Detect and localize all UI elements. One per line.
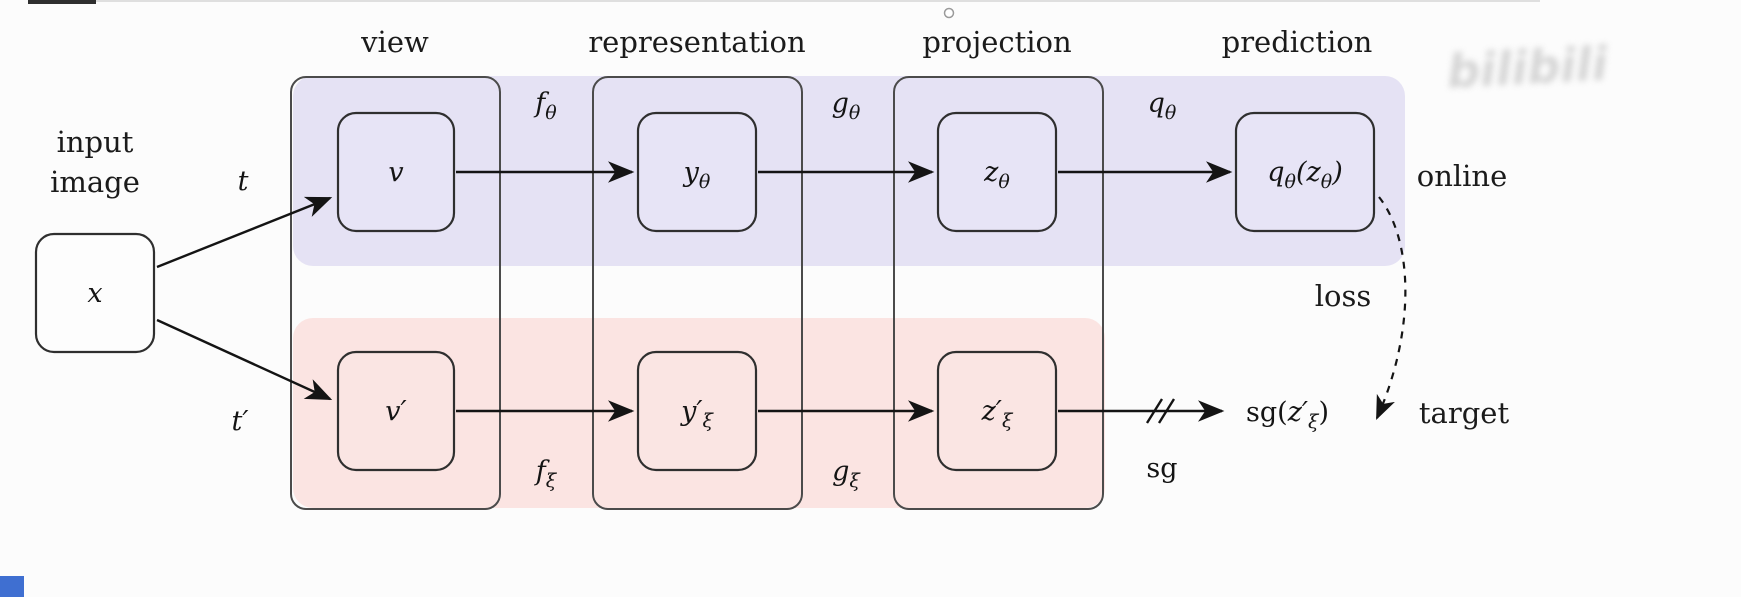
arrow-x-to-v-prime (156, 318, 333, 401)
edge-label-g-theta: gθ (832, 88, 861, 124)
node-z-theta-box (936, 111, 1058, 233)
header-prediction: prediction (1222, 25, 1373, 59)
edge-label-sg: sg (1146, 453, 1177, 484)
node-v-box (336, 111, 456, 233)
edge-label-t: t (238, 166, 249, 197)
input-image-label-line2: image (50, 165, 140, 199)
node-z-xi-box (936, 350, 1058, 472)
header-projection: projection (922, 25, 1071, 59)
representation-column-box (592, 76, 803, 510)
node-y-theta-box (636, 111, 758, 233)
node-x-box (34, 232, 156, 354)
node-q-theta-box (1234, 111, 1376, 233)
node-z-theta-label: zθ (983, 157, 1010, 193)
node-v-prime-box (336, 350, 456, 472)
frame-edge-dark (28, 0, 96, 4)
node-v-label: v (388, 157, 403, 188)
stop-gradient-slashes (1145, 398, 1176, 424)
loss-dashed-arrow (1375, 196, 1407, 421)
node-z-xi-label: z′ξ (981, 396, 1014, 432)
node-v-prime-label: v′ (385, 396, 406, 427)
projection-column-box (893, 76, 1104, 510)
node-y-xi-box (636, 350, 758, 472)
online-label: online (1417, 159, 1508, 193)
edge-label-t-prime: t′ (232, 406, 249, 437)
header-view: view (360, 25, 429, 59)
node-y-theta-label: yθ (683, 157, 711, 193)
loss-label: loss (1315, 279, 1372, 313)
watermark: bilibili (1446, 37, 1610, 99)
header-representation: representation (588, 25, 805, 59)
view-column-box (290, 76, 501, 510)
edge-label-g-xi: gξ (832, 456, 861, 492)
arrow-x-to-v (156, 196, 333, 269)
sg-target-label: sg(z′ξ) (1246, 397, 1329, 433)
node-y-xi-label: y′ξ (680, 396, 714, 432)
node-x-label: x (87, 278, 102, 309)
target-label: target (1419, 396, 1510, 430)
frame-edge-faint (96, 0, 1540, 2)
edge-label-q-theta: qθ (1148, 88, 1177, 124)
edge-label-f-theta: fθ (533, 88, 557, 124)
corner-accent (0, 576, 24, 597)
cursor-dot (943, 7, 955, 19)
input-image-label-line1: input (57, 125, 134, 159)
node-q-theta-label: qθ(zθ) (1267, 157, 1343, 193)
